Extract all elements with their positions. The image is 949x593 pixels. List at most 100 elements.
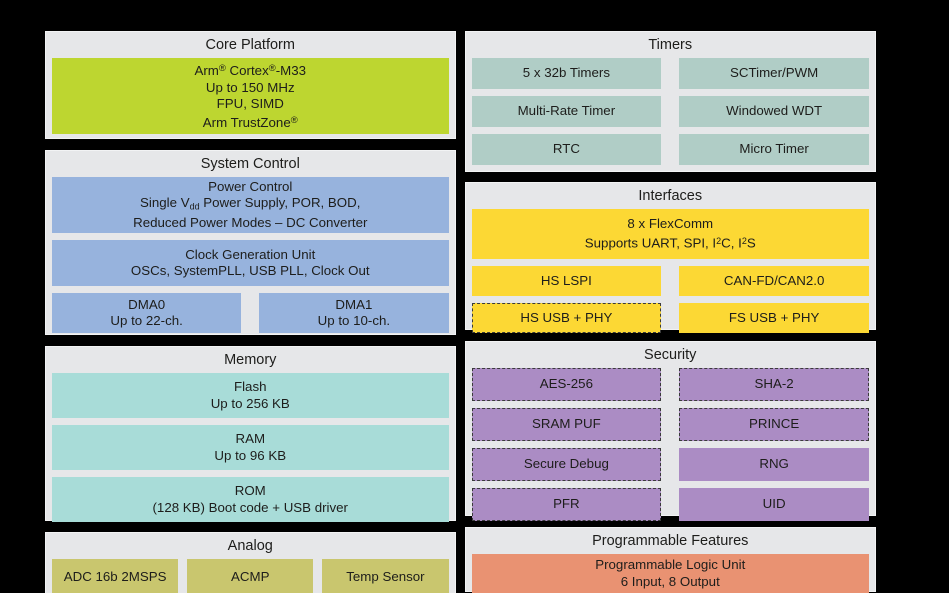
block-line: Reduced Power Modes – DC Converter [133, 215, 368, 231]
block-hs-lspi[interactable]: HS LSPI [471, 266, 662, 296]
block-flexcomm[interactable]: 8 x FlexComm Supports UART, SPI, I2C, I2… [471, 209, 869, 259]
block-line: Up to 96 KB [214, 447, 287, 463]
block-line: Single Vdd Power Supply, POR, BOD, [140, 195, 361, 212]
left-column: Core Platform Arm® Cortex®-M33 Up to 150… [45, 31, 456, 593]
block-prince[interactable]: PRINCE [679, 408, 869, 441]
row-security: SRAM PUF PRINCE [471, 408, 869, 441]
block-line: ADC 16b 2MSPS [63, 569, 167, 585]
block-line: SRAM PUF [532, 416, 601, 432]
row-analog: ADC 16b 2MSPS ACMP Temp Sensor [52, 559, 449, 593]
group-interfaces: Interfaces 8 x FlexComm Supports UART, S… [464, 182, 876, 333]
group-core-platform: Core Platform Arm® Cortex®-M33 Up to 150… [45, 31, 456, 139]
block-line: Supports UART, SPI, I2C, I2S [584, 235, 756, 251]
group-security: Security AES-256 SHA-2 SRAM PUF PRINCE S… [464, 341, 876, 521]
block-line: 5 x 32b Timers [522, 65, 610, 81]
block-line: Up to 150 MHz [205, 79, 295, 95]
block-rom[interactable]: ROM (128 KB) Boot code + USB driver [52, 477, 449, 522]
block-line: Multi-Rate Timer [517, 103, 616, 119]
block-line: ROM [234, 483, 266, 498]
block-can-fd[interactable]: CAN-FD/CAN2.0 [679, 266, 869, 296]
block-dma0[interactable]: DMA0 Up to 22-ch. [52, 293, 242, 333]
block-arm-cortex-m33[interactable]: Arm® Cortex®-M33 Up to 150 MHz FPU, SIMD… [52, 58, 449, 134]
block-line: DMA1 [335, 296, 373, 312]
block-sctimer-pwm[interactable]: SCTimer/PWM [679, 58, 869, 89]
row-timers: RTC Micro Timer [471, 134, 869, 165]
block-line: Arm TrustZone® [202, 114, 298, 130]
block-line: Clock Generation Unit [185, 246, 316, 262]
block-line: HS LSPI [540, 272, 592, 288]
block-line: Arm® Cortex®-M33 [194, 63, 307, 78]
row-timers: 5 x 32b Timers SCTimer/PWM [471, 58, 869, 89]
group-system-control: System Control Power Control Single Vdd … [45, 150, 456, 335]
block-line: RAM [235, 431, 266, 446]
block-aes-256[interactable]: AES-256 [471, 368, 662, 401]
block-line: ACMP [231, 569, 270, 585]
block-power-control[interactable]: Power Control Single Vdd Power Supply, P… [52, 177, 449, 233]
block-hs-usb-phy[interactable]: HS USB + PHY [471, 303, 662, 333]
block-line: Up to 256 KB [210, 395, 290, 411]
block-line: 8 x FlexComm [627, 216, 714, 232]
block-line: (128 KB) Boot code + USB driver [152, 499, 349, 515]
block-ram[interactable]: RAM Up to 96 KB [52, 425, 449, 470]
block-line: AES-256 [539, 376, 593, 392]
block-line: FS USB + PHY [728, 309, 820, 325]
block-line: Programmable Logic Unit [595, 557, 746, 572]
block-line: Temp Sensor [346, 569, 425, 585]
block-sram-puf[interactable]: SRAM PUF [471, 408, 662, 441]
group-programmable-features: Programmable Features Programmable Logic… [464, 527, 876, 593]
group-title-core-platform: Core Platform [205, 37, 295, 53]
block-pfr[interactable]: PFR [471, 488, 662, 521]
block-acmp[interactable]: ACMP [187, 559, 314, 593]
block-line: Micro Timer [739, 141, 809, 157]
group-title-security: Security [644, 347, 697, 363]
block-rng[interactable]: RNG [679, 448, 869, 481]
block-dma1[interactable]: DMA1 Up to 10-ch. [259, 293, 449, 333]
row-security: PFR UID [471, 488, 869, 521]
group-title-interfaces: Interfaces [638, 188, 703, 204]
block-clock-generation-unit[interactable]: Clock Generation Unit OSCs, SystemPLL, U… [52, 240, 449, 286]
block-line: PRINCE [749, 416, 800, 432]
block-flash[interactable]: Flash Up to 256 KB [52, 373, 449, 418]
block-line: DMA0 [128, 296, 166, 312]
row-security: AES-256 SHA-2 [471, 368, 869, 401]
block-line: Up to 22-ch. [110, 313, 183, 328]
block-line: FPU, SIMD [216, 96, 284, 111]
block-secure-debug[interactable]: Secure Debug [471, 448, 662, 481]
block-uid[interactable]: UID [679, 488, 869, 521]
block-multi-rate-timer[interactable]: Multi-Rate Timer [471, 96, 662, 127]
block-32b-timers[interactable]: 5 x 32b Timers [471, 58, 662, 89]
row-interfaces: HS LSPI CAN-FD/CAN2.0 [471, 266, 869, 296]
block-line: RTC [552, 141, 580, 157]
group-analog: Analog ADC 16b 2MSPS ACMP Temp Sensor [45, 532, 456, 593]
group-title-analog: Analog [227, 538, 273, 554]
group-memory: Memory Flash Up to 256 KB RAM Up to 96 K… [45, 346, 456, 522]
row-dma: DMA0 Up to 22-ch. DMA1 Up to 10-ch. [52, 293, 449, 333]
block-adc[interactable]: ADC 16b 2MSPS [52, 559, 179, 593]
block-line: OSCs, SystemPLL, USB PLL, Clock Out [130, 263, 370, 278]
row-security: Secure Debug RNG [471, 448, 869, 481]
group-title-system-control: System Control [200, 156, 300, 172]
block-windowed-wdt[interactable]: Windowed WDT [679, 96, 869, 127]
block-sha-2[interactable]: SHA-2 [679, 368, 869, 401]
block-micro-timer[interactable]: Micro Timer [679, 134, 869, 165]
block-line: 6 Input, 8 Output [620, 573, 720, 589]
block-programmable-logic-unit[interactable]: Programmable Logic Unit 6 Input, 8 Outpu… [471, 554, 869, 593]
block-line: Secure Debug [523, 456, 609, 472]
block-line: UID [762, 496, 786, 512]
block-line: Power Control [208, 178, 293, 194]
block-fs-usb-phy[interactable]: FS USB + PHY [679, 303, 869, 333]
right-column: Timers 5 x 32b Timers SCTimer/PWM Multi-… [464, 31, 876, 593]
block-line: CAN-FD/CAN2.0 [723, 272, 825, 288]
block-line: SCTimer/PWM [730, 65, 819, 81]
block-line: SHA-2 [754, 376, 794, 392]
block-rtc[interactable]: RTC [471, 134, 662, 165]
block-line: RNG [759, 456, 789, 472]
block-line: Windowed WDT [726, 103, 823, 119]
block-line: HS USB + PHY [520, 309, 613, 325]
group-title-memory: Memory [224, 352, 277, 368]
group-title-programmable-features: Programmable Features [592, 533, 749, 549]
block-line: Flash [233, 379, 267, 394]
block-temp-sensor[interactable]: Temp Sensor [322, 559, 449, 593]
block-line: PFR [553, 496, 580, 512]
